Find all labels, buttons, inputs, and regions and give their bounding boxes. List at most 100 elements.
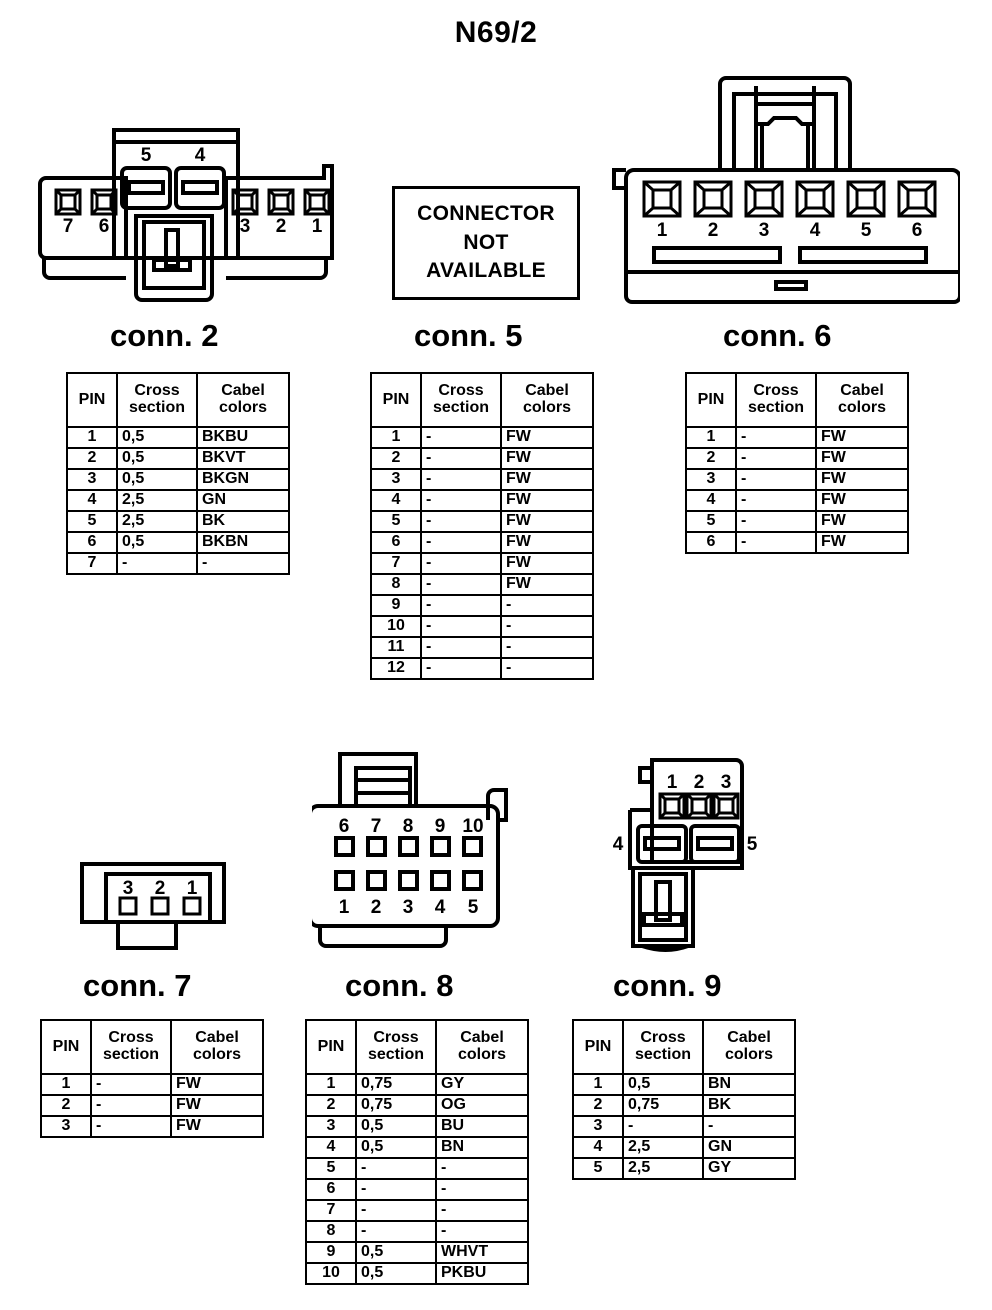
table-row: 1-FW bbox=[370, 426, 594, 449]
cell-pin: 3 bbox=[685, 468, 737, 491]
conn2-pin-label-2: 2 bbox=[276, 216, 287, 237]
cell-pin: 1 bbox=[40, 1073, 92, 1096]
cell-cross-section: - bbox=[355, 1157, 437, 1180]
conn8-pin-label-4: 4 bbox=[435, 897, 446, 918]
table-row: 7-- bbox=[66, 552, 290, 575]
table-row: 8-- bbox=[305, 1220, 529, 1243]
cell-cabel-colors: FW bbox=[170, 1115, 264, 1138]
page-title: N69/2 bbox=[454, 16, 538, 49]
cell-pin: 4 bbox=[305, 1136, 357, 1159]
table-row: 5-- bbox=[305, 1157, 529, 1180]
table-row: 6-FW bbox=[685, 531, 909, 554]
cell-cross-section: 0,5 bbox=[116, 426, 198, 449]
cell-pin: 12 bbox=[370, 657, 422, 680]
conn9-pin-label-5: 5 bbox=[747, 834, 758, 855]
cell-pin: 2 bbox=[370, 447, 422, 470]
cell-pin: 2 bbox=[685, 447, 737, 470]
conn9-pin-label-4: 4 bbox=[613, 834, 624, 855]
cell-cabel-colors: FW bbox=[500, 510, 594, 533]
conn2-pin-label-6: 6 bbox=[99, 216, 110, 237]
conn9-pin-label-2: 2 bbox=[694, 772, 705, 793]
cell-pin: 5 bbox=[572, 1157, 624, 1180]
cell-pin: 1 bbox=[66, 426, 118, 449]
conn7-pin-label-2: 2 bbox=[155, 878, 166, 899]
connector-6-table-body: 1-FW 2-FW 3-FW 4-FW 5-FW 6-FW bbox=[685, 426, 909, 554]
cell-cross-section: - bbox=[90, 1073, 172, 1096]
table-row: 1-FW bbox=[685, 426, 909, 449]
cell-cabel-colors: FW bbox=[815, 447, 909, 470]
cell-pin: 7 bbox=[370, 552, 422, 575]
connector-9-drawing: 1 2 3 4 5 bbox=[600, 748, 780, 953]
cell-pin: 1 bbox=[685, 426, 737, 449]
conn6-pin-label-4: 4 bbox=[810, 220, 821, 241]
cell-cabel-colors: BKGN bbox=[196, 468, 290, 491]
cell-cross-section: - bbox=[420, 468, 502, 491]
cell-cross-section: - bbox=[420, 531, 502, 554]
cell-cross-section: 0,5 bbox=[116, 447, 198, 470]
table-row: 3-- bbox=[572, 1115, 796, 1138]
cell-pin: 10 bbox=[305, 1262, 357, 1285]
connector-8-caption: conn. 8 bbox=[345, 968, 454, 1003]
cell-cross-section: 0,5 bbox=[355, 1241, 437, 1264]
cell-cabel-colors: FW bbox=[170, 1094, 264, 1117]
cell-pin: 3 bbox=[66, 468, 118, 491]
cell-pin: 6 bbox=[370, 531, 422, 554]
cell-cabel-colors: - bbox=[435, 1178, 529, 1201]
header-pin: PIN bbox=[685, 372, 737, 428]
cell-cross-section: - bbox=[622, 1115, 704, 1138]
cell-cross-section: - bbox=[90, 1115, 172, 1138]
cell-pin: 3 bbox=[305, 1115, 357, 1138]
cell-pin: 2 bbox=[572, 1094, 624, 1117]
cell-pin: 5 bbox=[66, 510, 118, 533]
conn8-pin-label-5: 5 bbox=[468, 897, 479, 918]
cell-cross-section: - bbox=[420, 552, 502, 575]
cell-pin: 6 bbox=[685, 531, 737, 554]
cell-cross-section: - bbox=[735, 447, 817, 470]
cell-cross-section: - bbox=[735, 468, 817, 491]
cell-cabel-colors: GY bbox=[435, 1073, 529, 1096]
table-row: 3-FW bbox=[40, 1115, 264, 1138]
cell-pin: 8 bbox=[370, 573, 422, 596]
cell-cabel-colors: BK bbox=[196, 510, 290, 533]
table-row: 1-FW bbox=[40, 1073, 264, 1096]
cell-cross-section: 0,75 bbox=[622, 1094, 704, 1117]
cell-cross-section: - bbox=[420, 447, 502, 470]
cell-cross-section: - bbox=[90, 1094, 172, 1117]
cell-cabel-colors: BU bbox=[435, 1115, 529, 1138]
cell-cabel-colors: FW bbox=[500, 426, 594, 449]
cell-pin: 4 bbox=[572, 1136, 624, 1159]
cell-cabel-colors: FW bbox=[500, 468, 594, 491]
conn8-pin-label-2: 2 bbox=[371, 897, 382, 918]
cell-cabel-colors: FW bbox=[500, 489, 594, 512]
cell-cabel-colors: FW bbox=[815, 489, 909, 512]
table-row: 6-FW bbox=[370, 531, 594, 554]
conn8-pin-label-10: 10 bbox=[462, 816, 483, 837]
cell-cabel-colors: GN bbox=[702, 1136, 796, 1159]
cell-pin: 4 bbox=[685, 489, 737, 512]
table-row: 7-FW bbox=[370, 552, 594, 575]
cell-pin: 5 bbox=[370, 510, 422, 533]
cell-cabel-colors: GY bbox=[702, 1157, 796, 1180]
cell-cabel-colors: - bbox=[500, 594, 594, 617]
cell-cross-section: - bbox=[735, 531, 817, 554]
cell-pin: 5 bbox=[305, 1157, 357, 1180]
cell-pin: 3 bbox=[572, 1115, 624, 1138]
connector-7-table-body: 1-FW 2-FW 3-FW bbox=[40, 1073, 264, 1138]
notice-line-3: AVAILABLE bbox=[426, 259, 546, 283]
